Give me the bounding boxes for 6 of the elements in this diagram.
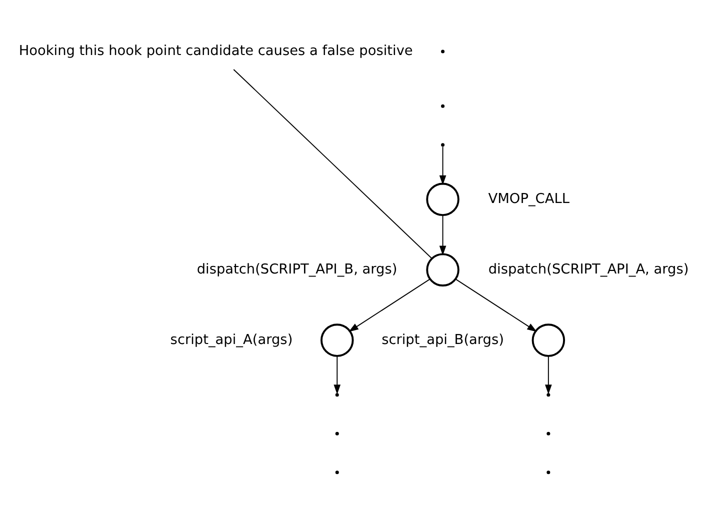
node-label: dispatch(SCRIPT_API_A, args) bbox=[488, 261, 689, 278]
node-label: script_api_B(args) bbox=[382, 332, 504, 348]
node-label: VMOP_CALL bbox=[488, 191, 570, 208]
node-text: Hooking this hook point candidate causes a false positive bbox=[18, 43, 413, 60]
node-label: script_api_A(args) bbox=[170, 332, 293, 348]
node-label: dispatch(SCRIPT_API_B, args) bbox=[196, 261, 398, 278]
